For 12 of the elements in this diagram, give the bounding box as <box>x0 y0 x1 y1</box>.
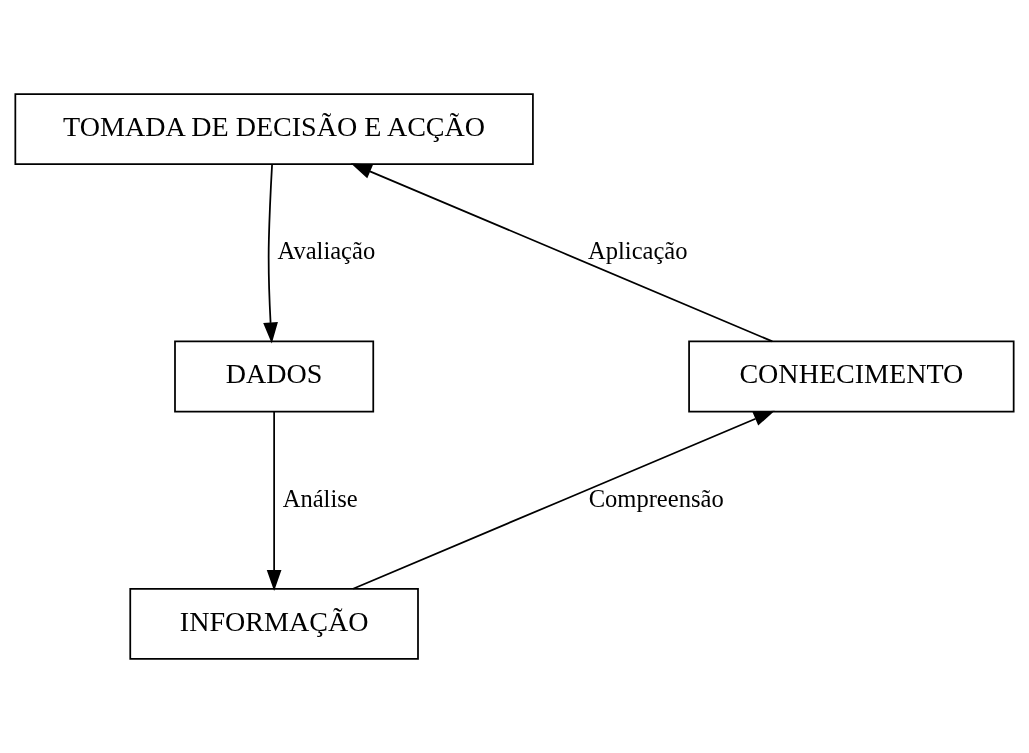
node-box: TOMADA DE DECISÃO E ACÇÃO <box>14 93 534 166</box>
arrow <box>352 410 775 590</box>
edge-label: Avaliação <box>277 237 376 265</box>
arrow <box>266 410 282 591</box>
edge-label: Compreensão <box>588 484 724 512</box>
node-box: DADOS <box>174 340 375 413</box>
edge-label: Análise <box>282 484 358 512</box>
node-box: CONHECIMENTO <box>688 340 1015 413</box>
edge-label: Aplicação <box>588 237 688 265</box>
arrow <box>350 163 774 343</box>
node-box: INFORMAÇÃO <box>129 587 419 660</box>
arrow <box>263 163 278 344</box>
